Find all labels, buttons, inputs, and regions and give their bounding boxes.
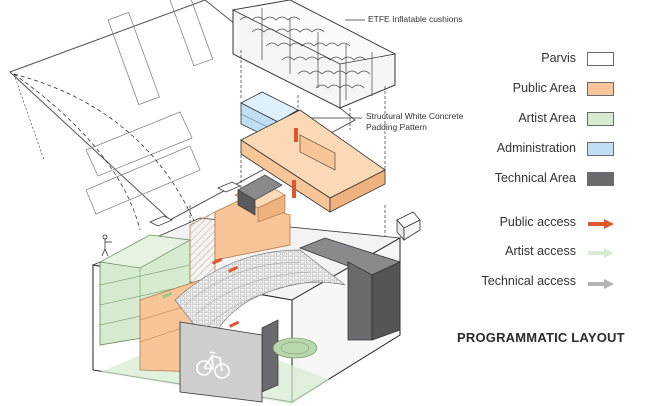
- artist-access-arrow-icon: [588, 248, 614, 258]
- truck-icon: [397, 212, 420, 240]
- person-icon: [102, 235, 112, 256]
- legend-label-parvis: Parvis: [541, 51, 576, 65]
- legend-label-technical-access: Technical access: [482, 274, 577, 288]
- etfe-callout-label: ETFE Inflatable cushions: [368, 14, 463, 25]
- legend-label-technical-area: Technical Area: [495, 171, 576, 185]
- public-access-arrow-icon: [588, 219, 614, 229]
- legend-swatch-parvis: [587, 52, 614, 66]
- legend-swatch-administration: [587, 142, 614, 156]
- technical-access-arrow-icon: [588, 279, 614, 289]
- main-building: [93, 175, 400, 404]
- legend-swatch-technical-area: [587, 172, 614, 186]
- legend-swatch-public-area: [587, 82, 614, 96]
- concrete-callout-line2: Padding Pattern: [366, 122, 427, 133]
- legend-label-public-area: Public Area: [513, 81, 576, 95]
- legend-label-artist-access: Artist access: [505, 244, 576, 258]
- concrete-callout-line1: Structural White Concrete: [366, 111, 463, 122]
- legend-label-administration: Administration: [497, 141, 576, 155]
- legend-swatch-artist-area: [587, 112, 614, 126]
- legend-label-public-access: Public access: [500, 215, 576, 229]
- legend-label-artist-area: Artist Area: [518, 111, 576, 125]
- diagram-title: PROGRAMMATIC LAYOUT: [457, 330, 625, 345]
